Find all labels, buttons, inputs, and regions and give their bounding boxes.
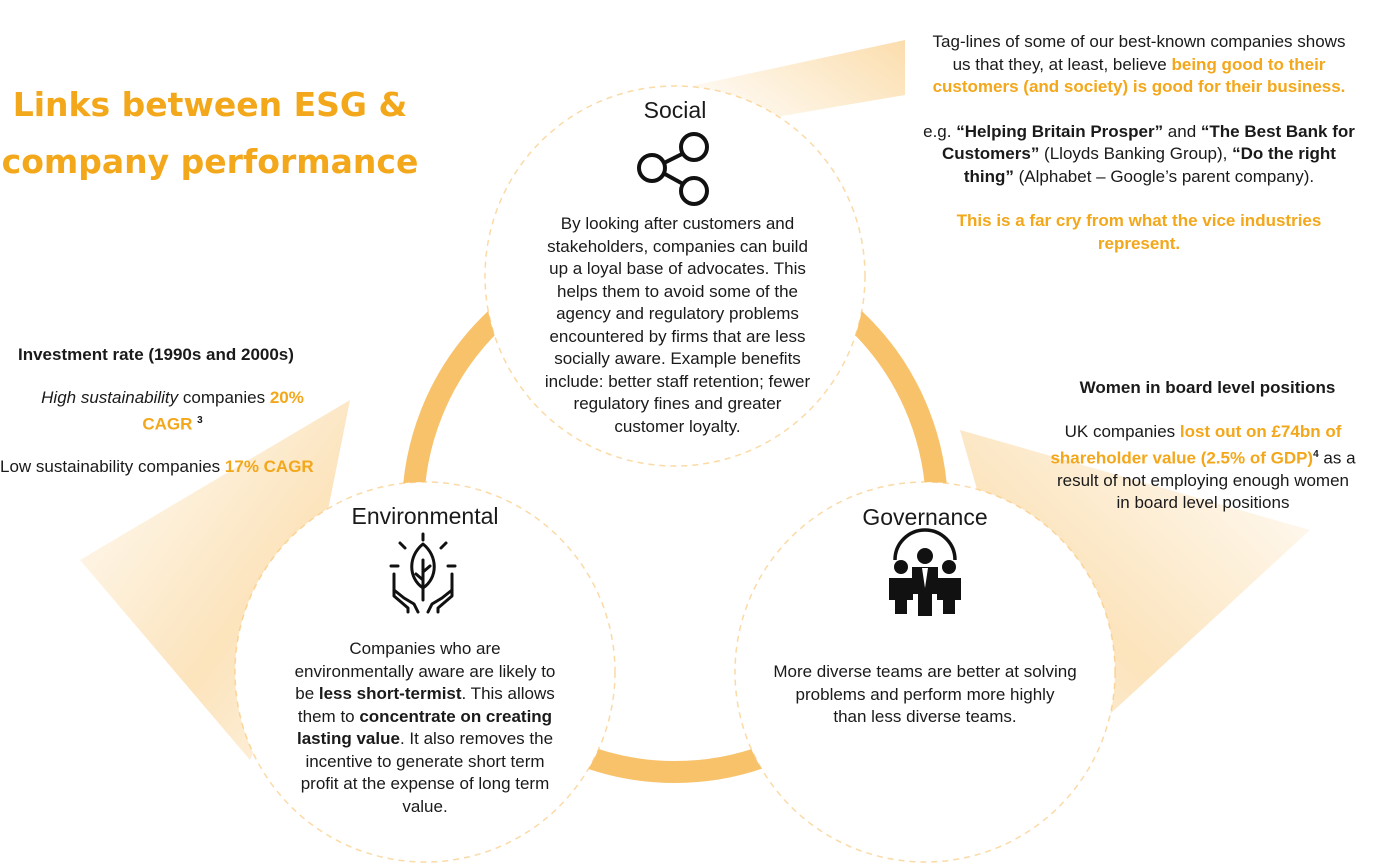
- env-line: be less short-termist. This allows: [255, 683, 595, 706]
- women-line: UK companies lost out on £74bn of: [1028, 421, 1378, 444]
- team-icon: [889, 528, 961, 616]
- tagline-text: and: [1163, 121, 1201, 141]
- env-line: them to concentrate on creating: [255, 706, 595, 729]
- social-line: agency and regulatory problems: [556, 304, 799, 323]
- env-text: them to: [297, 706, 360, 726]
- tagline-highlight: being good to their: [1171, 54, 1326, 74]
- tagline-quote: “Helping Britain Prosper”: [956, 121, 1164, 141]
- tagline-line: thing” (Alphabet – Google’s parent compa…: [900, 166, 1378, 189]
- title-line-2: company performance: [1, 142, 419, 181]
- social-line: customer loyalty.: [614, 416, 741, 436]
- investment-text: Low sustainability companies: [0, 457, 225, 476]
- investment-value: CAGR: [142, 414, 193, 434]
- women-highlight: lost out on £74bn of: [1179, 422, 1342, 441]
- social-line: socially aware. Example benefits: [554, 349, 801, 368]
- tagline-quote: “The Best Bank for: [1200, 121, 1355, 141]
- social-heading: Social: [643, 97, 707, 123]
- share-icon: [637, 132, 709, 206]
- women-text: UK companies: [1064, 422, 1180, 441]
- env-emphasis: less short-termist: [318, 684, 462, 703]
- social-line: include: better staff retention; fewer: [544, 371, 811, 391]
- social-line: encountered by firms that are less: [549, 326, 806, 346]
- tagline-highlight: customers (and society) is good for thei…: [932, 77, 1346, 96]
- tagline-quote: Customers”: [942, 144, 1040, 163]
- spacer: [900, 188, 1378, 210]
- env-line: value.: [402, 796, 448, 816]
- tagline-line: e.g. “Helping Britain Prosper” and “The …: [900, 121, 1378, 144]
- tagline-quote: thing”: [963, 166, 1014, 186]
- environmental-heading: Environmental: [351, 503, 499, 529]
- tagline-text: e.g.: [923, 121, 957, 141]
- plant-in-hands-icon: [389, 532, 457, 614]
- env-text: . It also removes the: [399, 729, 554, 748]
- env-text: . This allows: [461, 684, 555, 703]
- women-line: in board level positions: [1116, 493, 1290, 513]
- tagline-highlight: represent.: [1097, 233, 1181, 253]
- governance-circle: [734, 481, 1116, 863]
- footnote-ref: 3: [197, 414, 203, 426]
- tagline-line: Tag-lines of some of our best-known comp…: [932, 32, 1346, 51]
- env-line: lasting value. It also removes the: [255, 728, 595, 751]
- social-line: up a loyal base of advocates. This: [549, 259, 806, 278]
- env-emphasis: concentrate on creating: [359, 706, 553, 726]
- women-line: result of not employing enough women: [1056, 470, 1349, 490]
- env-line: incentive to generate short term: [305, 751, 545, 771]
- governance-description: More diverse teams are better at solving…: [745, 661, 1105, 729]
- women-heading: Women in board level positions: [1079, 378, 1336, 397]
- investment-heading: Investment rate (1990s and 2000s): [18, 345, 294, 364]
- env-line: Companies who are: [349, 639, 501, 658]
- tagline-line: us that they, at least, believe being go…: [900, 54, 1378, 77]
- tagline-line: Customers” (Lloyds Banking Group), “Do t…: [900, 143, 1378, 166]
- env-line: environmentally aware are likely to: [294, 661, 556, 681]
- tagline-highlight: This is a far cry from what the vice ind…: [956, 211, 1322, 230]
- social-line: stakeholders, companies can build: [547, 236, 808, 256]
- social-description: By looking after customers and stakeholde…: [505, 213, 850, 438]
- spacer: [900, 99, 1378, 121]
- social-line: regulatory fines and greater: [573, 394, 782, 413]
- women-text: as a: [1318, 448, 1356, 468]
- tagline-text: (Alphabet – Google’s parent company).: [1013, 166, 1315, 186]
- women-description: UK companies lost out on £74bn of shareh…: [1028, 421, 1378, 515]
- page-title: Links between ESG & company performance: [0, 76, 420, 190]
- governance-line: More diverse teams are better at solving: [773, 662, 1077, 681]
- governance-line: problems and perform more highly: [795, 684, 1055, 704]
- footnote-ref: 4: [1313, 448, 1319, 460]
- social-line: helps them to avoid some of the: [557, 281, 798, 301]
- investment-value: 17% CAGR: [224, 457, 314, 476]
- investment-text: High sustainability: [41, 388, 179, 407]
- social-circle: [484, 85, 866, 467]
- tagline-text: (Lloyds Banking Group),: [1039, 144, 1233, 163]
- env-line: profit at the expense of long term: [300, 774, 550, 793]
- tagline-quote: “Do the right: [1232, 144, 1336, 163]
- tagline-text: us that they, at least, believe: [952, 54, 1172, 74]
- social-line: By looking after customers and: [560, 214, 795, 233]
- investment-high: High sustainability companies 20% CAGR 3: [0, 387, 345, 436]
- investment-value: 20%: [269, 388, 304, 407]
- env-emphasis: lasting value: [296, 729, 400, 748]
- investment-line: High sustainability companies 20%: [0, 387, 345, 410]
- governance-line: than less diverse teams.: [833, 707, 1017, 726]
- women-line: shareholder value (2.5% of GDP)4 as a: [1028, 444, 1378, 470]
- women-highlight: shareholder value (2.5% of GDP): [1050, 448, 1314, 468]
- environmental-description: Companies who are environmentally aware …: [255, 638, 595, 818]
- investment-text: companies: [178, 388, 270, 407]
- investment-line: CAGR 3: [0, 410, 345, 436]
- governance-heading: Governance: [862, 504, 988, 530]
- investment-low: Low sustainability companies 17% CAGR: [0, 456, 380, 479]
- tagline-callout: Tag-lines of some of our best-known comp…: [900, 31, 1378, 255]
- env-text: be: [295, 684, 319, 703]
- environmental-circle: [234, 481, 616, 863]
- title-line-1: Links between ESG &: [12, 85, 408, 124]
